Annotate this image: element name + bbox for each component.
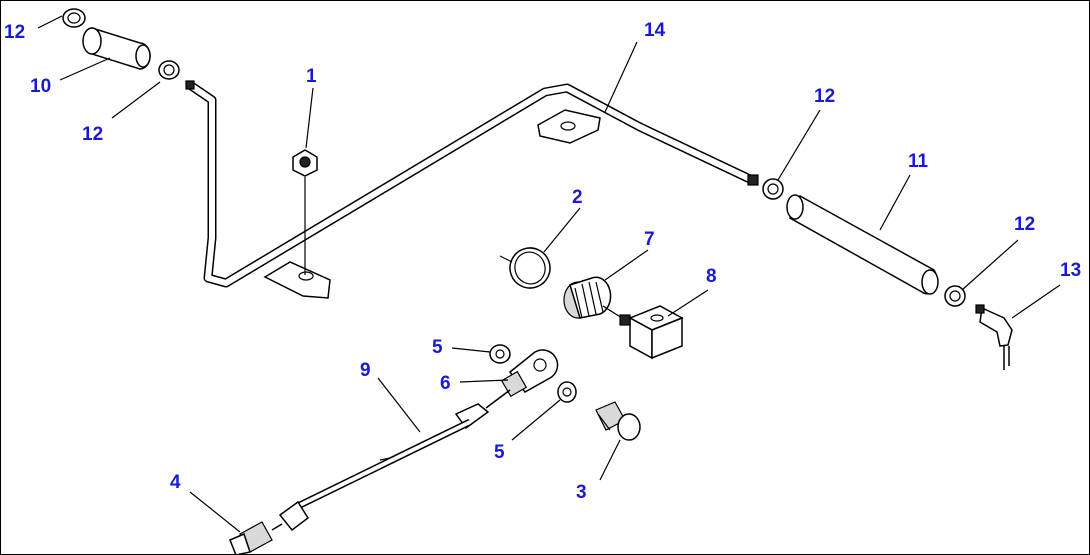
bracket-right [537, 109, 601, 144]
callout-3: 3 [576, 482, 587, 503]
hose-11 [786, 194, 939, 295]
o-ring-2 [499, 247, 551, 289]
callout-1: 1 [306, 66, 317, 87]
block-8 [619, 305, 684, 360]
callout-5-upper: 5 [432, 337, 443, 358]
callout-9: 9 [360, 360, 371, 381]
callout-2: 2 [572, 187, 583, 208]
clamp-12-right-lower [944, 285, 966, 307]
hose-9 [278, 389, 511, 532]
clamp-12-right-upper [762, 178, 784, 200]
hose-10 [82, 26, 151, 70]
elbow-fitting-13 [975, 304, 1013, 370]
tube-end-fitting-left [185, 80, 195, 90]
callout-labels: 12 10 12 1 14 12 11 12 13 2 7 8 5 6 9 5 … [4, 20, 1081, 503]
leader-lines [37, 15, 1061, 533]
washer-5-lower [557, 381, 577, 403]
callout-12-right-upper: 12 [814, 86, 835, 107]
eye-joint-6 [500, 349, 559, 398]
callout-12-mid-left: 12 [82, 124, 103, 145]
washer-5-upper [489, 344, 511, 364]
callout-10: 10 [30, 76, 51, 97]
callout-8: 8 [706, 266, 717, 287]
bolt-3 [595, 401, 641, 441]
callout-12-right-lower: 12 [1014, 214, 1035, 235]
clamp-12-top-left [62, 8, 86, 28]
callout-6: 6 [440, 373, 451, 394]
callout-14: 14 [644, 20, 666, 41]
fitting-4 [229, 521, 283, 555]
tube-end-fitting-right [747, 174, 759, 186]
bracket-left [263, 261, 331, 299]
callout-12-top-left: 12 [4, 22, 25, 43]
callout-11: 11 [908, 151, 929, 172]
clamp-12-mid-left [158, 60, 180, 80]
callout-4: 4 [170, 472, 181, 493]
callout-13: 13 [1060, 260, 1081, 281]
nut-1 [292, 149, 318, 275]
tube-14 [185, 80, 759, 288]
callout-7: 7 [644, 229, 655, 250]
callout-5-lower: 5 [494, 442, 505, 463]
connector-7 [563, 276, 623, 319]
